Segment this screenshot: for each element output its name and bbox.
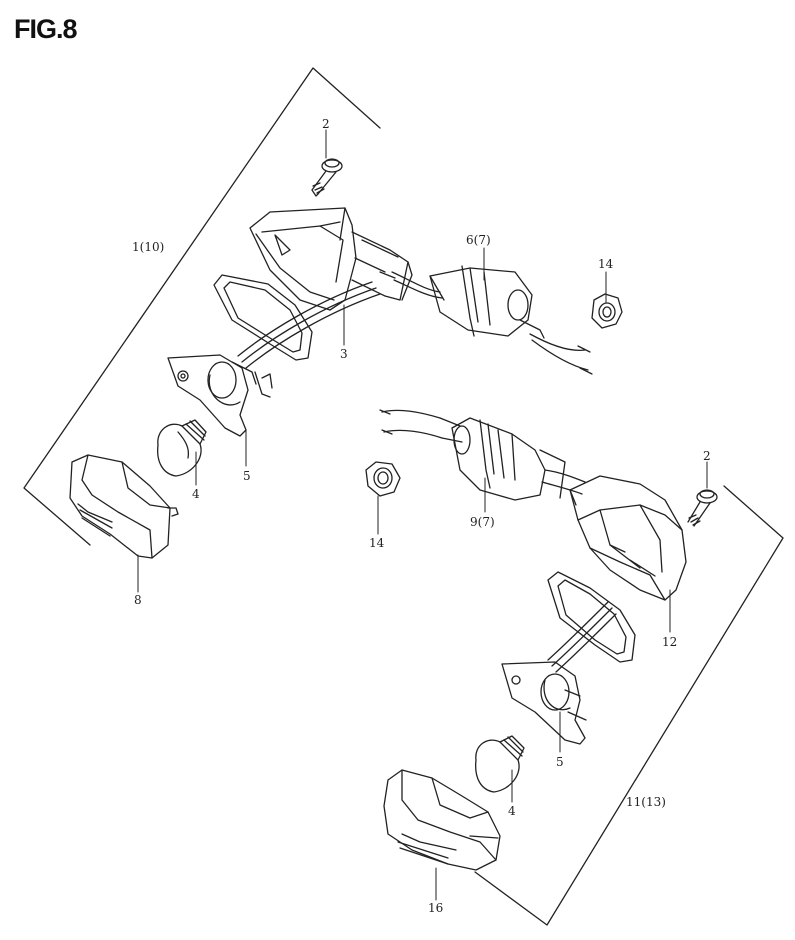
callout-14-upper: 14 <box>598 257 614 271</box>
callout-5-upper: 5 <box>243 469 251 483</box>
bulb-part-4-upper <box>157 419 207 477</box>
callout-8: 8 <box>134 593 142 607</box>
wire-harness-lower <box>379 409 463 443</box>
screw-part-2-lower <box>687 489 718 527</box>
screw-part-2-upper <box>311 158 343 197</box>
callout-6: 6(7) <box>466 233 491 247</box>
mount-plate-part-5-upper <box>167 354 273 437</box>
callout-11: 11(13) <box>626 795 666 809</box>
wire-link-lower <box>541 469 586 495</box>
callout-14-lower: 14 <box>369 536 385 550</box>
mount-plate-part-5-lower <box>501 661 587 745</box>
leader-lines <box>137 129 708 901</box>
socket-part-6 <box>429 265 593 375</box>
socket-part-9 <box>451 417 566 501</box>
callout-3: 3 <box>340 347 348 361</box>
bulb-part-4-lower <box>475 735 525 793</box>
callout-4-upper: 4 <box>192 487 200 501</box>
callout-1: 1(10) <box>132 240 164 254</box>
callout-2-upper: 2 <box>322 117 330 131</box>
callout-4-lower: 4 <box>508 804 516 818</box>
nut-part-14-upper <box>591 293 623 329</box>
lamp-housing-part-12 <box>569 475 687 601</box>
nut-part-14-lower <box>365 461 401 497</box>
callout-2-lower: 2 <box>703 449 711 463</box>
callout-5-lower: 5 <box>556 755 564 769</box>
lens-part-16 <box>383 769 501 871</box>
assembly-bracket-left <box>23 67 381 546</box>
lamp-housing-part-3 <box>249 207 413 311</box>
callout-16: 16 <box>428 901 443 915</box>
callout-labels: 1(10) 2 3 6(7) 14 5 4 8 9(7) 14 2 12 5 1… <box>132 117 711 915</box>
figure-title: FIG.8 <box>14 14 78 44</box>
wire-harness-upper <box>237 271 443 369</box>
wire-lower-inner <box>547 601 617 673</box>
assembly-bracket-right <box>474 485 784 926</box>
lens-part-8 <box>69 454 179 559</box>
callout-9: 9(7) <box>470 515 495 529</box>
lens-gasket-upper <box>213 274 313 361</box>
callout-12: 12 <box>662 635 677 649</box>
